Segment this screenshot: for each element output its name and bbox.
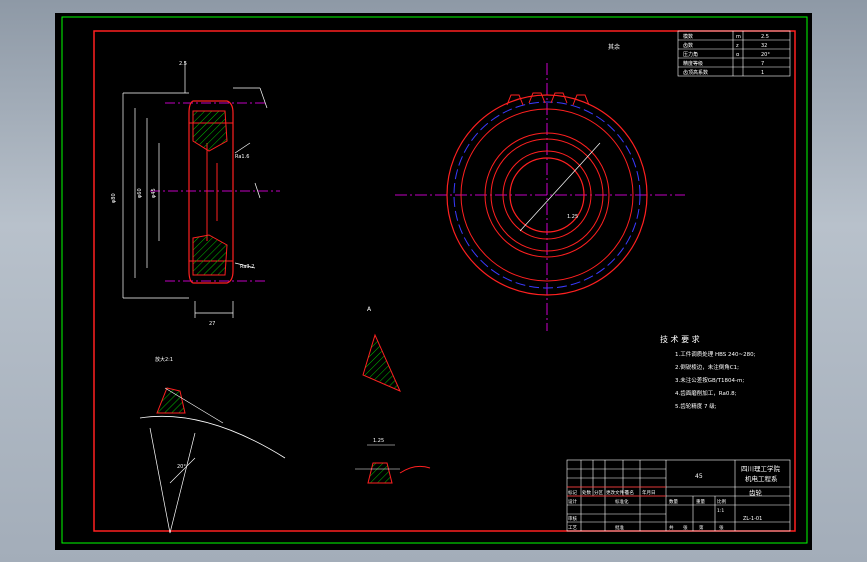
dim-a: 2.5 xyxy=(179,61,187,67)
cad-drawing-canvas[interactable]: 27 2.5 φ80 φ60 φ45 Ra1.6 Ra3.2 xyxy=(55,13,812,550)
dim-d: φ80 xyxy=(111,193,117,203)
drawing-svg: 27 2.5 φ80 φ60 φ45 Ra1.6 Ra3.2 xyxy=(61,16,808,544)
param-0-name: 模数 xyxy=(683,33,693,40)
tb-quantity-label: 数量 xyxy=(669,498,678,505)
title-block-lines xyxy=(566,459,791,532)
detail-scale-label: 放大2:1 xyxy=(155,356,173,363)
dim-h: 20° xyxy=(177,464,186,470)
tb-scale-value: 1:1 xyxy=(717,508,724,514)
technical-requirements: 技 术 要 求 1.工件调质处理 HBS 240~280; 2.倒锐棱边，未注倒… xyxy=(660,334,756,410)
param-2-name: 压力角 xyxy=(683,51,698,58)
tb-drawing-no: ZL-1-01 xyxy=(743,516,762,522)
tb-school-1: 四川理工学院 xyxy=(741,464,781,473)
param-1-name: 齿数 xyxy=(683,42,693,49)
tb-part-name: 齿轮 xyxy=(749,488,763,497)
tb-label-5: 年月日 xyxy=(642,489,656,496)
tb-process: 工艺 xyxy=(568,525,577,531)
dim-c: Ra3.2 xyxy=(240,264,254,270)
tb-sheet-0: 共 xyxy=(669,524,674,531)
tb-review: 审核 xyxy=(568,515,577,522)
tb-approve: 批准 xyxy=(615,524,624,531)
dim-e: φ60 xyxy=(137,188,143,198)
tb-material: 45 xyxy=(695,473,703,480)
tb-label-3: 更改文件号 xyxy=(606,489,629,496)
roughness-note: 其余 xyxy=(608,43,620,51)
param-4-val: 1 xyxy=(761,70,764,76)
params-table xyxy=(677,30,791,77)
outer-border xyxy=(61,16,808,544)
tb-design: 设计 xyxy=(568,498,577,505)
dim-width: 27 xyxy=(209,321,215,327)
tb-weight-label: 重量 xyxy=(696,498,705,505)
param-1-val: 32 xyxy=(761,43,767,49)
tb-sheet-1: 张 xyxy=(683,524,688,531)
detail-a-label: A xyxy=(367,306,372,313)
tb-label-4: 签名 xyxy=(625,489,634,496)
title-block-text: 四川理工学院 机电工程系 齿轮 ZL-1-01 45 标记 处数 分区 更改文件… xyxy=(568,464,781,531)
param-3-name: 精度等级 xyxy=(683,60,703,67)
tech-req-line-4: 4.齿面磨削加工，Ra0.8; xyxy=(675,389,737,397)
dim-f: φ45 xyxy=(151,188,157,198)
tech-req-line-2: 2.倒锐棱边，未注倒角C1; xyxy=(675,363,739,371)
tb-sheet-3: 张 xyxy=(719,524,724,531)
section-a-detail: A xyxy=(362,306,401,392)
tb-standard: 标准化 xyxy=(615,498,629,505)
title-block-colored xyxy=(567,486,666,497)
front-view: 1.25 xyxy=(395,63,685,331)
param-1-sym: z xyxy=(736,43,739,49)
param-2-sym: α xyxy=(736,52,740,58)
tb-label-2: 分区 xyxy=(594,489,603,496)
tb-scale-label: 比例 xyxy=(717,498,726,505)
tb-label-0: 标记 xyxy=(568,489,577,496)
tech-req-title: 技 术 要 求 xyxy=(660,334,700,344)
params-table-text: 模数 m 2.5 齿数 z 32 压力角 α 20° 精度等级 7 齿顶高系数 … xyxy=(683,33,770,76)
drawing-frame xyxy=(93,30,796,532)
param-0-val: 2.5 xyxy=(761,34,769,40)
section-view: 27 2.5 φ80 φ60 φ45 Ra1.6 Ra3.2 xyxy=(111,61,280,327)
tech-req-line-3: 3.未注公差按GB/T1804-m; xyxy=(675,376,744,384)
tech-req-line-5: 5.齿轮精度 7 级; xyxy=(675,402,717,410)
slot-dim: 1.25 xyxy=(373,438,384,444)
param-4-name: 齿顶高系数 xyxy=(683,69,708,76)
param-3-val: 7 xyxy=(761,61,764,67)
tb-school-2: 机电工程系 xyxy=(745,474,778,483)
dim-b: Ra1.6 xyxy=(235,154,249,160)
tb-sheet-2: 第 xyxy=(699,524,704,531)
tb-label-1: 处数 xyxy=(582,489,591,496)
param-2-val: 20° xyxy=(761,52,770,58)
dim-g: 1.25 xyxy=(567,214,578,220)
param-0-sym: m xyxy=(736,34,741,40)
tooth-slot-detail: 1.25 xyxy=(355,438,431,484)
tooth-profile-detail: 放大2:1 20° xyxy=(139,356,286,534)
tech-req-line-1: 1.工件调质处理 HBS 240~280; xyxy=(675,350,756,358)
